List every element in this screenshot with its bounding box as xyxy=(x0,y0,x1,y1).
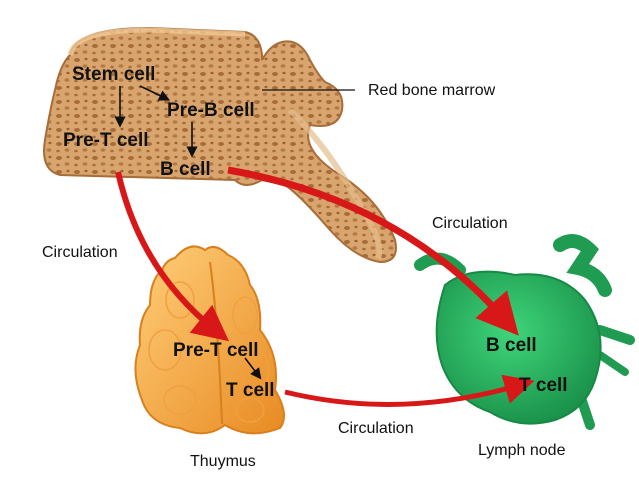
label-circulation-left: Circulation xyxy=(42,244,118,261)
label-lymph-node: Lymph node xyxy=(478,442,566,459)
label-pre-t-cell-bone: Pre-T cell xyxy=(63,130,149,151)
label-circulation-bottom: Circulation xyxy=(338,420,414,437)
arrow-stem-to-preb xyxy=(139,85,171,101)
arrow-bone-to-lymph-node xyxy=(227,166,519,336)
label-b-cell-bone: B cell xyxy=(160,159,211,180)
arrow-thymus-to-lymph-node xyxy=(284,374,535,407)
labels: Stem cell Pre-B cell Pre-T cell B cell R… xyxy=(42,64,568,470)
label-thymus: Thuymus xyxy=(190,453,256,470)
arrow-bone-to-thymus xyxy=(115,171,230,342)
differentiation-arrows xyxy=(114,85,262,380)
circulation-arrows xyxy=(115,166,535,407)
label-pre-b-cell: Pre-B cell xyxy=(167,100,255,121)
label-circulation-right: Circulation xyxy=(432,215,508,232)
arrow-pret-to-t xyxy=(244,357,262,380)
label-t-cell-thymus: T cell xyxy=(226,380,275,401)
bone-marrow-illustration xyxy=(43,26,397,264)
label-stem-cell: Stem cell xyxy=(72,64,155,85)
label-t-cell-lymph: T cell xyxy=(519,375,568,396)
label-pre-t-cell-thymus: Pre-T cell xyxy=(173,340,259,361)
label-red-bone-marrow: Red bone marrow xyxy=(368,82,496,99)
label-b-cell-lymph: B cell xyxy=(486,335,537,356)
